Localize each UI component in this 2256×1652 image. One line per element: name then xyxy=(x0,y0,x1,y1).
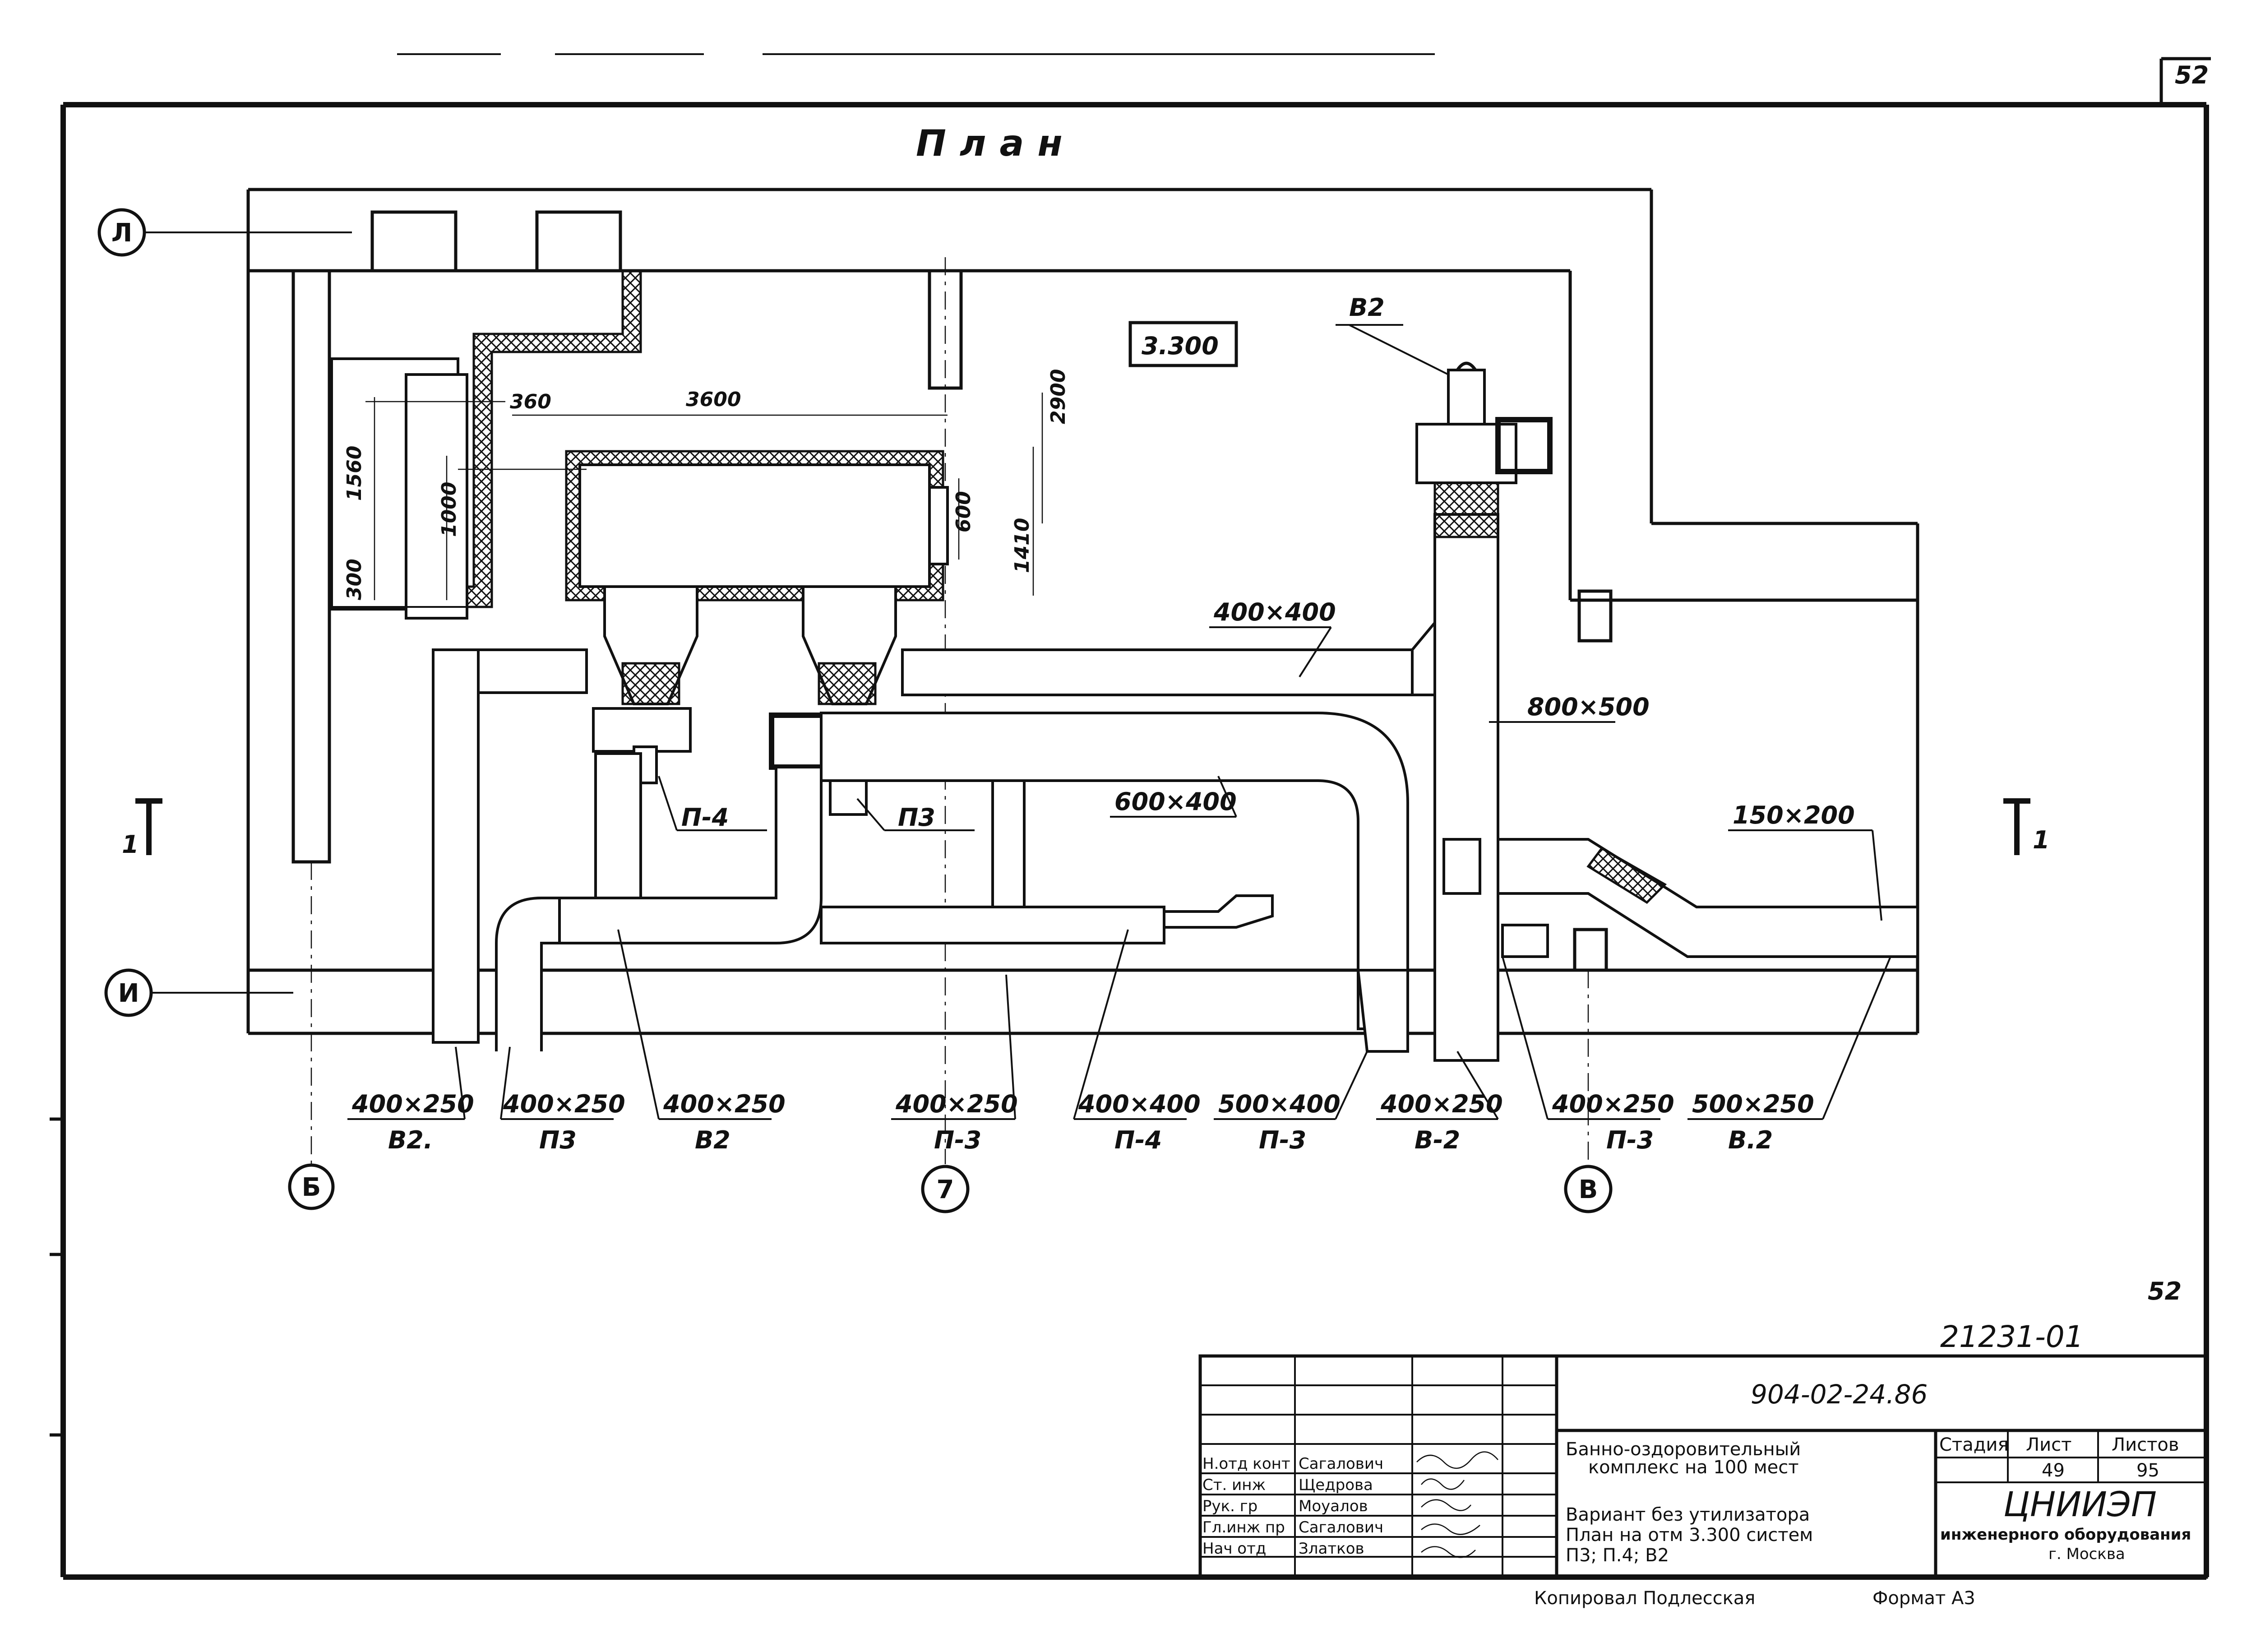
sheet-header: Лист xyxy=(2026,1435,2071,1455)
callout-3-size: 400×250 xyxy=(663,1090,786,1118)
sheet-line-1: Вариант без утилизатора xyxy=(1566,1504,1810,1525)
doc-code: 904-02-24.86 xyxy=(1751,1379,1928,1410)
stage-header: Стадия xyxy=(1939,1435,2008,1455)
callout-6-system: П-3 xyxy=(1259,1126,1306,1154)
label-b2-top: В2 xyxy=(1349,293,1385,322)
role-3: Рук. гр xyxy=(1202,1497,1257,1515)
org-name: ЦНИИЭП xyxy=(2003,1484,2157,1524)
section-right-label: 1 xyxy=(2033,826,2050,854)
callout-6-size: 500×400 xyxy=(1218,1090,1341,1118)
org-city: г. Москва xyxy=(2048,1545,2125,1563)
dim-1410: 1410 xyxy=(1011,518,1034,573)
axis-B: Б xyxy=(288,862,335,1210)
axis-B-label: Б xyxy=(302,1173,321,1202)
dim-360: 360 xyxy=(510,390,551,413)
sheet-line-2: План на отм 3.300 систем xyxy=(1566,1525,1813,1546)
sheets-total: 95 xyxy=(2136,1460,2159,1481)
callout-9-size: 500×250 xyxy=(1692,1090,1814,1118)
dim-3600: 3600 xyxy=(686,388,741,411)
axis-V: В xyxy=(1564,970,1613,1213)
callout-3-system: В2 xyxy=(695,1126,730,1154)
sheet-frame xyxy=(50,57,2211,1580)
callout-1-size: 400×250 xyxy=(351,1090,474,1118)
callout-2-size: 400×250 xyxy=(503,1090,625,1118)
axis-I-label: И xyxy=(118,979,139,1008)
label-p4: П-4 xyxy=(681,803,729,832)
label-duct-150x200: 150×200 xyxy=(1733,801,1855,829)
section-mark-left: 1 xyxy=(122,798,162,859)
name-1: Сагалович xyxy=(1299,1455,1383,1473)
callout-1-system: В2. xyxy=(388,1126,433,1154)
sheet-number: 49 xyxy=(2042,1460,2065,1481)
callout-8-size: 400×250 xyxy=(1552,1090,1674,1118)
dim-600: 600 xyxy=(952,491,975,532)
label-duct-400x400: 400×400 xyxy=(1213,598,1336,626)
dim-300: 300 xyxy=(343,559,366,600)
sheets-header: Листов xyxy=(2112,1435,2179,1455)
axis-V-label: В xyxy=(1579,1175,1598,1204)
signatures xyxy=(1416,1451,1498,1558)
callout-8-system: П-3 xyxy=(1606,1126,1654,1154)
role-5: Нач отд xyxy=(1202,1540,1266,1558)
exhaust-duct-right xyxy=(1442,838,1919,958)
role-4: Гл.инж пр xyxy=(1202,1518,1285,1536)
fan-b2 xyxy=(1415,361,1553,484)
axis-L: Л xyxy=(97,208,352,257)
filter-sections xyxy=(603,585,897,705)
copied-by: Копировал Подлесская xyxy=(1534,1588,1755,1609)
archive-number: 21231-01 xyxy=(1940,1319,2084,1354)
callout-7-system: В-2 xyxy=(1415,1126,1460,1154)
page-number-top: 52 xyxy=(2175,61,2209,89)
axis-I: И xyxy=(104,968,293,1017)
callout-9-system: В.2 xyxy=(1728,1126,1773,1154)
dim-2900: 2900 xyxy=(1047,369,1070,424)
label-duct-800x500: 800×500 xyxy=(1527,693,1650,721)
callout-5-size: 400×400 xyxy=(1078,1090,1201,1118)
name-2: Щедрова xyxy=(1299,1476,1373,1494)
project-line-1: Банно-оздоровительный xyxy=(1566,1439,1801,1460)
dim-1000: 1000 xyxy=(438,482,461,537)
callout-2-system: П3 xyxy=(539,1126,577,1154)
section-mark-right: 1 xyxy=(2003,798,2050,855)
role-1: Н.отд конт xyxy=(1202,1455,1290,1473)
org-line-2: инженерного оборудования xyxy=(1940,1526,2191,1544)
label-p3: П3 xyxy=(898,803,935,832)
elevation-mark: 3.300 xyxy=(1142,332,1219,360)
axis-7: 7 xyxy=(921,257,970,1213)
callout-5-system: П-4 xyxy=(1114,1126,1162,1154)
format: Формат А3 xyxy=(1872,1588,1975,1609)
elevation-box: 3.300 xyxy=(1128,321,1238,367)
name-5: Златков xyxy=(1299,1540,1364,1558)
dimension-lines xyxy=(365,393,1043,600)
title-block xyxy=(1198,1354,2208,1579)
label-duct-600x400: 600×400 xyxy=(1114,787,1237,816)
role-2: Ст. инж xyxy=(1202,1476,1266,1494)
axis-7-label: 7 xyxy=(937,1175,954,1204)
name-3: Моуалов xyxy=(1299,1497,1368,1515)
air-handling-unit xyxy=(565,450,949,602)
name-4: Сагалович xyxy=(1299,1518,1383,1536)
sheet-line-3: П3; П.4; В2 xyxy=(1566,1545,1669,1566)
insulated-ducts xyxy=(330,269,642,620)
callout-7-size: 400×250 xyxy=(1380,1090,1503,1118)
callout-4-size: 400×250 xyxy=(895,1090,1018,1118)
dim-1560: 1560 xyxy=(343,446,366,501)
axis-L-label: Л xyxy=(111,218,133,248)
leader-lines xyxy=(658,324,1882,921)
project-line-2: комплекс на 100 мест xyxy=(1588,1457,1799,1478)
page-number-mid: 52 xyxy=(2148,1277,2182,1305)
bottom-callouts xyxy=(347,929,1891,1120)
drawing-title: План xyxy=(916,122,1076,164)
section-left-label: 1 xyxy=(122,830,139,859)
supply-ducts xyxy=(432,481,1499,1062)
callout-4-system: П-3 xyxy=(934,1126,981,1154)
